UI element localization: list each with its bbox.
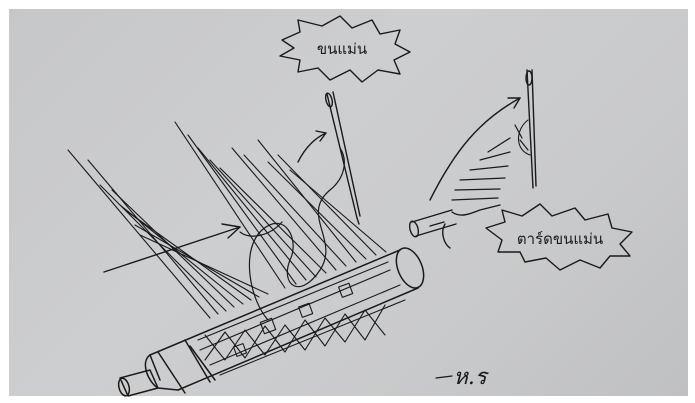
loose-thread <box>239 147 345 321</box>
bubble-needle <box>279 15 411 83</box>
paper-background <box>9 9 688 396</box>
needle-left-icon <box>324 91 361 225</box>
bubble-needle-label: ขนแม่น <box>317 40 367 58</box>
needle-right-icon <box>525 69 537 189</box>
arrow-into-warp <box>103 223 241 273</box>
arrow-curve-right <box>429 97 521 201</box>
thread-curl <box>517 119 531 156</box>
signature: ห.ร <box>453 365 489 390</box>
warp-threads <box>67 121 387 319</box>
weave-pattern <box>197 261 406 376</box>
bubble-cut-label: ตาร์ดขนแม่น <box>517 230 603 248</box>
arrow-to-needle <box>297 130 327 163</box>
roller <box>117 247 425 397</box>
signature-dash <box>435 375 453 379</box>
bubble-cut <box>485 203 633 271</box>
cut-rays <box>451 124 529 201</box>
thread-spool <box>408 204 501 249</box>
